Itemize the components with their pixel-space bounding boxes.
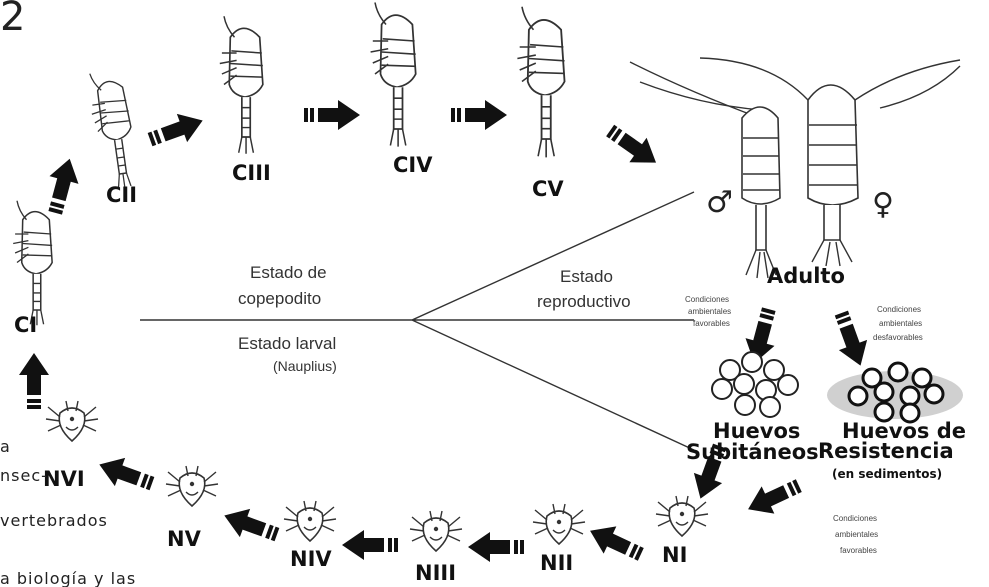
stage-ni-illustration: [655, 495, 709, 537]
svg-text:ambientales: ambientales: [835, 530, 878, 539]
svg-text:a: a: [0, 437, 11, 456]
larval-phase-line1: Estado larval: [238, 334, 336, 353]
arrow-civ-to-cv: [451, 100, 507, 130]
stage-ciii-label: CIII: [232, 161, 271, 185]
arrow-cii-to-ciii: [144, 106, 208, 154]
svg-text:favorables: favorables: [840, 546, 877, 555]
adult-female-illustration: [699, 57, 961, 267]
stage-ciii-illustration: [218, 15, 264, 155]
male-symbol: ♂: [706, 185, 733, 220]
arrow-nv-to-nvi: [94, 450, 158, 498]
reproductive-phase-line1: Estado: [560, 267, 613, 286]
arrow-ni-to-nii: [583, 517, 648, 568]
resistance-eggs-line1: Huevos de: [842, 419, 966, 443]
stage-nv-label: NV: [167, 527, 202, 551]
female-symbol: ♀: [872, 187, 894, 222]
svg-text:favorables: favorables: [693, 319, 730, 328]
larval-phase-line2: (Nauplius): [273, 358, 337, 374]
svg-text:nsec-: nsec-: [0, 466, 48, 485]
stage-cii-illustration: [85, 68, 140, 192]
reproductive-phase-line2: reproductivo: [537, 292, 631, 311]
adult-label: Adulto: [767, 264, 845, 288]
arrow-nii-to-niii: [468, 532, 524, 562]
arrow-niii-to-niv: [342, 530, 398, 560]
svg-text:Condiciones: Condiciones: [833, 514, 877, 523]
subitaneous-eggs-line2: Subitáneos: [686, 440, 819, 464]
stage-nii-label: NII: [540, 551, 573, 575]
resistance-eggs-note: (en sedimentos): [832, 467, 942, 481]
resistance-eggs-line2: Resistencia: [818, 439, 954, 463]
phase-divider-lines: [140, 191, 695, 451]
subitaneous-eggs-line1: Huevos: [713, 419, 800, 443]
stage-niii-illustration: [409, 510, 463, 552]
copepodite-phase-line1: Estado de: [250, 263, 327, 282]
stage-cii-label: CII: [106, 183, 137, 207]
stage-niv-label: NIV: [290, 547, 332, 571]
stage-nv-illustration: [165, 465, 219, 507]
stage-nvi-illustration: [45, 400, 99, 442]
stage-ci-illustration: [12, 199, 53, 326]
stage-civ-illustration: [369, 1, 417, 148]
resistance-eggs-illustration: [827, 361, 963, 424]
svg-text:ambientales: ambientales: [688, 307, 731, 316]
svg-text:ambientales: ambientales: [879, 319, 922, 328]
subitaneous-eggs-illustration: [711, 351, 799, 418]
stage-niii-label: NIII: [415, 561, 456, 585]
favorable-conditions-bottom-label: Condiciones ambientales favorables: [833, 514, 878, 555]
stage-cv-label: CV: [532, 177, 564, 201]
stage-ni-label: NI: [662, 543, 687, 567]
arrow-resistance-to-ni: [741, 472, 806, 523]
stage-niv-illustration: [283, 500, 337, 542]
stage-civ-label: CIV: [393, 153, 433, 177]
stage-nii-illustration: [532, 503, 586, 545]
stage-ci-label: CI: [14, 313, 37, 337]
arrow-ci-to-cii: [40, 154, 85, 217]
stage-nvi-label: NVI: [43, 467, 85, 491]
arrow-nvi-to-ci: [19, 353, 49, 409]
svg-text:Condiciones: Condiciones: [877, 305, 921, 314]
arrow-adult-to-resistance-eggs: [827, 307, 875, 371]
arrow-cv-to-adult: [601, 118, 665, 175]
arrow-niv-to-nv: [219, 501, 283, 549]
copepodite-phase-line2: copepodito: [238, 289, 321, 308]
figure-number: 2: [0, 0, 25, 40]
svg-text:Condiciones: Condiciones: [685, 295, 729, 304]
svg-text:desfavorables: desfavorables: [873, 333, 923, 342]
adult-male-illustration: [629, 61, 961, 279]
svg-text:a biología y las: a biología y las: [0, 569, 136, 587]
svg-text:vertebrados: vertebrados: [0, 511, 108, 530]
stage-cv-illustration: [516, 5, 566, 159]
favorable-conditions-label: Condiciones ambientales favorables: [685, 295, 731, 328]
cropped-side-text: a nsec- vertebrados a biología y las: [0, 437, 136, 587]
arrow-ciii-to-civ: [304, 100, 360, 130]
unfavorable-conditions-label: Condiciones ambientales desfavorables: [873, 305, 923, 342]
